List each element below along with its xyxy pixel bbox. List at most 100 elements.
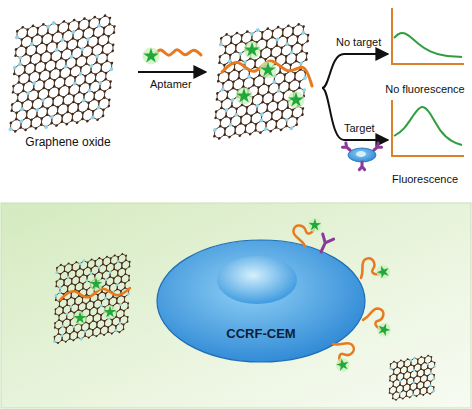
oxygen-atom bbox=[234, 113, 238, 117]
graph-axes bbox=[392, 100, 464, 156]
carbon-atom bbox=[92, 333, 94, 335]
carbon-atom bbox=[214, 116, 217, 119]
carbon-atom bbox=[76, 39, 79, 42]
carbon-atom bbox=[125, 254, 127, 256]
carbon-atom bbox=[68, 86, 71, 89]
carbon-atom bbox=[76, 121, 79, 124]
oxygen-atom bbox=[230, 98, 234, 102]
carbon-atom bbox=[56, 112, 59, 115]
carbon-ring bbox=[276, 117, 287, 131]
carbon-atom bbox=[287, 24, 290, 27]
carbon-atom bbox=[65, 59, 68, 62]
carbon-atom bbox=[75, 64, 78, 67]
carbon-atom bbox=[301, 113, 304, 116]
carbon-atom bbox=[37, 96, 40, 99]
carbon-atom bbox=[18, 75, 21, 78]
carbon-atom bbox=[78, 21, 81, 24]
carbon-atom bbox=[100, 328, 102, 330]
oxygen-atom bbox=[97, 105, 101, 109]
carbon-atom bbox=[98, 257, 100, 259]
oxygen-atom bbox=[259, 118, 263, 122]
oxygen-atom bbox=[260, 112, 264, 116]
carbon-atom bbox=[106, 265, 108, 267]
carbon-atom bbox=[113, 263, 115, 265]
carbon-atom bbox=[75, 275, 77, 277]
carbon-atom bbox=[223, 64, 226, 67]
carbon-ring bbox=[390, 361, 397, 370]
carbon-atom bbox=[21, 26, 24, 29]
carbon-atom bbox=[112, 43, 115, 46]
carbon-atom bbox=[406, 391, 408, 393]
carbon-atom bbox=[113, 268, 115, 270]
bound-aptamer bbox=[325, 336, 362, 374]
carbon-atom bbox=[41, 105, 44, 108]
carbon-atom bbox=[111, 332, 113, 334]
carbon-atom bbox=[253, 78, 256, 81]
carbon-atom bbox=[305, 52, 308, 55]
carbon-atom bbox=[120, 280, 122, 282]
oxygen-atom bbox=[272, 80, 276, 84]
carbon-ring bbox=[55, 319, 63, 330]
carbon-atom bbox=[255, 110, 258, 113]
carbon-atom bbox=[29, 61, 32, 64]
oxygen-atom bbox=[44, 125, 48, 129]
carbon-atom bbox=[92, 110, 95, 113]
fluorophore bbox=[236, 88, 252, 103]
oxygen-atom bbox=[255, 28, 259, 32]
carbon-atom bbox=[82, 287, 84, 289]
carbon-atom bbox=[101, 51, 104, 54]
carbon-atom bbox=[87, 101, 90, 104]
oxygen-atom bbox=[51, 21, 55, 25]
carbon-ring bbox=[57, 264, 65, 275]
carbon-atom bbox=[281, 110, 284, 113]
carbon-atom bbox=[105, 283, 107, 285]
carbon-atom bbox=[58, 328, 60, 330]
carbon-atom bbox=[120, 290, 122, 292]
carbon-ring bbox=[215, 107, 226, 121]
carbon-ring bbox=[266, 118, 277, 132]
carbon-atom bbox=[265, 45, 268, 48]
carbon-ring bbox=[406, 389, 413, 398]
carbon-atom bbox=[259, 131, 262, 134]
carbon-atom bbox=[227, 78, 230, 81]
carbon-atom bbox=[240, 40, 243, 43]
graph-axes bbox=[392, 8, 464, 64]
carbon-atom bbox=[123, 323, 125, 325]
carbon-atom bbox=[102, 259, 104, 261]
carbon-atom bbox=[36, 27, 39, 30]
carbon-atom bbox=[82, 273, 84, 275]
carbon-atom bbox=[219, 125, 222, 128]
carbon-atom bbox=[71, 119, 74, 122]
carbon-atom bbox=[113, 277, 115, 279]
carbon-atom bbox=[261, 101, 264, 104]
carbon-atom bbox=[393, 361, 395, 363]
carbon-atom bbox=[258, 74, 261, 77]
carbon-atom bbox=[284, 61, 287, 64]
carbon-ring bbox=[21, 117, 32, 131]
carbon-atom bbox=[82, 35, 85, 38]
branch-arrow bbox=[322, 54, 388, 88]
carbon-atom bbox=[62, 32, 65, 35]
oxygen-atom bbox=[303, 76, 307, 80]
carbon-ring bbox=[12, 100, 23, 114]
carbon-atom bbox=[59, 69, 62, 72]
carbon-atom bbox=[257, 86, 260, 89]
carbon-atom bbox=[72, 339, 74, 341]
carbon-atom bbox=[392, 393, 394, 395]
carbon-atom bbox=[270, 48, 273, 51]
carbon-atom bbox=[276, 108, 279, 111]
carbon-atom bbox=[63, 77, 66, 80]
carbon-atom bbox=[96, 321, 98, 323]
carbon-atom bbox=[67, 285, 69, 287]
carbon-atom bbox=[57, 342, 59, 344]
carbon-atom bbox=[424, 357, 426, 359]
carbon-atom bbox=[94, 274, 96, 276]
oxygen-atom bbox=[18, 62, 22, 66]
carbon-atom bbox=[399, 384, 401, 386]
fluorophore bbox=[375, 264, 391, 279]
carbon-atom bbox=[402, 385, 404, 387]
carbon-ring bbox=[93, 326, 101, 337]
carbon-atom bbox=[47, 95, 50, 98]
fluorophore bbox=[306, 217, 321, 233]
carbon-atom bbox=[113, 25, 116, 28]
